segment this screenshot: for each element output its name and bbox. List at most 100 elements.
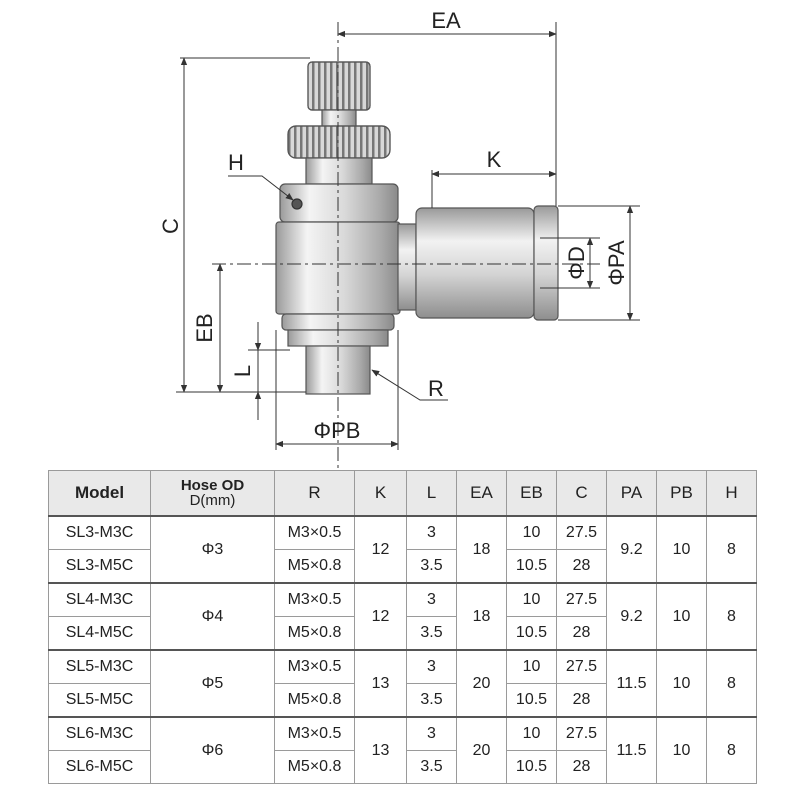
cell-hose-od: Φ5	[150, 649, 275, 718]
cell-h: 8	[706, 716, 757, 784]
cell-model: SL6-M5C	[48, 750, 151, 784]
cell-eb: 10.5	[506, 683, 557, 718]
cell-pb: 10	[656, 582, 707, 651]
cell-model: SL5-M3C	[48, 649, 151, 684]
header-hose-od-line2: D(mm)	[189, 492, 236, 509]
cell-r: M5×0.8	[274, 683, 355, 718]
table-row: SL6-M3C Φ6 M3×0.5 13 3 20 10 27.5 11.5 1…	[48, 716, 757, 784]
header-model: Model	[48, 470, 151, 517]
cell-l: 3.5	[406, 683, 457, 718]
header-l: L	[406, 470, 457, 517]
cell-c: 27.5	[556, 716, 607, 751]
cell-pa: 11.5	[606, 649, 657, 718]
header-k: K	[354, 470, 407, 517]
cell-r: M5×0.8	[274, 750, 355, 784]
cell-eb: 10.5	[506, 616, 557, 651]
table-row: SL6-M5C M5×0.8 3.5 10.5 28	[48, 750, 757, 784]
header-hose-od: Hose OD D(mm)	[150, 470, 275, 517]
cell-ea: 18	[456, 582, 507, 651]
cell-pb: 10	[656, 515, 707, 584]
table-row: SL3-M3C Φ3 M3×0.5 12 3 18 10 27.5 9.2 10…	[48, 515, 757, 584]
dim-label-ea: EA	[431, 8, 461, 33]
cell-r: M3×0.5	[274, 649, 355, 684]
table-header-row: Model Hose OD D(mm) R K L EA EB C PA PB …	[48, 470, 757, 517]
header-ea: EA	[456, 470, 507, 517]
cell-l: 3	[406, 649, 457, 684]
leader-lines	[228, 175, 448, 401]
cell-l: 3	[406, 582, 457, 617]
cell-r: M3×0.5	[274, 716, 355, 751]
table-row: SL4-M3C Φ4 M3×0.5 12 3 18 10 27.5 9.2 10…	[48, 582, 757, 651]
cell-k: 13	[354, 716, 407, 784]
dim-label-pa: ΦPA	[604, 240, 629, 286]
cell-l: 3	[406, 515, 457, 550]
cell-eb: 10.5	[506, 549, 557, 584]
cell-r: M3×0.5	[274, 582, 355, 617]
cell-c: 27.5	[556, 582, 607, 617]
header-c: C	[556, 470, 607, 517]
dimension-lines	[180, 30, 634, 448]
cell-eb: 10.5	[506, 750, 557, 784]
cell-l: 3.5	[406, 549, 457, 584]
dim-label-r: R	[428, 376, 444, 401]
cell-c: 27.5	[556, 649, 607, 684]
cell-c: 27.5	[556, 515, 607, 550]
dim-label-l: L	[230, 365, 255, 377]
cell-model: SL5-M5C	[48, 683, 151, 718]
dim-label-eb: EB	[192, 313, 217, 342]
cell-h: 8	[706, 515, 757, 584]
dim-label-c: C	[158, 218, 183, 234]
dim-label-k: K	[487, 147, 502, 172]
dim-label-pb: ΦPB	[314, 418, 361, 443]
dim-label-h: H	[228, 150, 244, 175]
cell-ea: 18	[456, 515, 507, 584]
cell-eb: 10	[506, 649, 557, 684]
dim-label-d: ΦD	[564, 246, 589, 279]
cell-ea: 20	[456, 649, 507, 718]
header-pb: PB	[656, 470, 707, 517]
cell-model: SL6-M3C	[48, 716, 151, 751]
spec-table: Model Hose OD D(mm) R K L EA EB C PA PB …	[48, 470, 757, 784]
cell-l: 3.5	[406, 616, 457, 651]
cell-l: 3.5	[406, 750, 457, 784]
fitting-dimension-drawing: EA K C H EB L R ΦPB ΦD ΦPA	[158, 8, 640, 470]
cell-r: M5×0.8	[274, 549, 355, 584]
cell-eb: 10	[506, 515, 557, 550]
cell-eb: 10	[506, 716, 557, 751]
table-row: SL5-M3C Φ5 M3×0.5 13 3 20 10 27.5 11.5 1…	[48, 649, 757, 718]
cell-pb: 10	[656, 649, 707, 718]
cell-eb: 10	[506, 582, 557, 617]
cell-model: SL4-M3C	[48, 582, 151, 617]
cell-c: 28	[556, 683, 607, 718]
cell-model: SL3-M3C	[48, 515, 151, 550]
cell-k: 12	[354, 515, 407, 584]
header-hose-od-line1: Hose OD	[180, 477, 245, 494]
cell-l: 3	[406, 716, 457, 751]
cell-hose-od: Φ6	[150, 716, 275, 784]
header-pa: PA	[606, 470, 657, 517]
cell-k: 12	[354, 582, 407, 651]
cell-h: 8	[706, 649, 757, 718]
cell-model: SL3-M5C	[48, 549, 151, 584]
cell-hose-od: Φ4	[150, 582, 275, 651]
cell-k: 13	[354, 649, 407, 718]
cell-h: 8	[706, 582, 757, 651]
cell-pa: 9.2	[606, 582, 657, 651]
cell-c: 28	[556, 750, 607, 784]
cell-c: 28	[556, 616, 607, 651]
header-r: R	[274, 470, 355, 517]
header-eb: EB	[506, 470, 557, 517]
cell-r: M5×0.8	[274, 616, 355, 651]
cell-ea: 20	[456, 716, 507, 784]
table-row: SL5-M5C M5×0.8 3.5 10.5 28	[48, 683, 757, 718]
cell-r: M3×0.5	[274, 515, 355, 550]
table-row: SL4-M5C M5×0.8 3.5 10.5 28	[48, 616, 757, 651]
cell-pb: 10	[656, 716, 707, 784]
cell-hose-od: Φ3	[150, 515, 275, 584]
cell-c: 28	[556, 549, 607, 584]
cell-pa: 9.2	[606, 515, 657, 584]
cell-pa: 11.5	[606, 716, 657, 784]
table-row: SL3-M5C M5×0.8 3.5 10.5 28	[48, 549, 757, 584]
header-h: H	[706, 470, 757, 517]
fitting-body	[275, 61, 559, 395]
